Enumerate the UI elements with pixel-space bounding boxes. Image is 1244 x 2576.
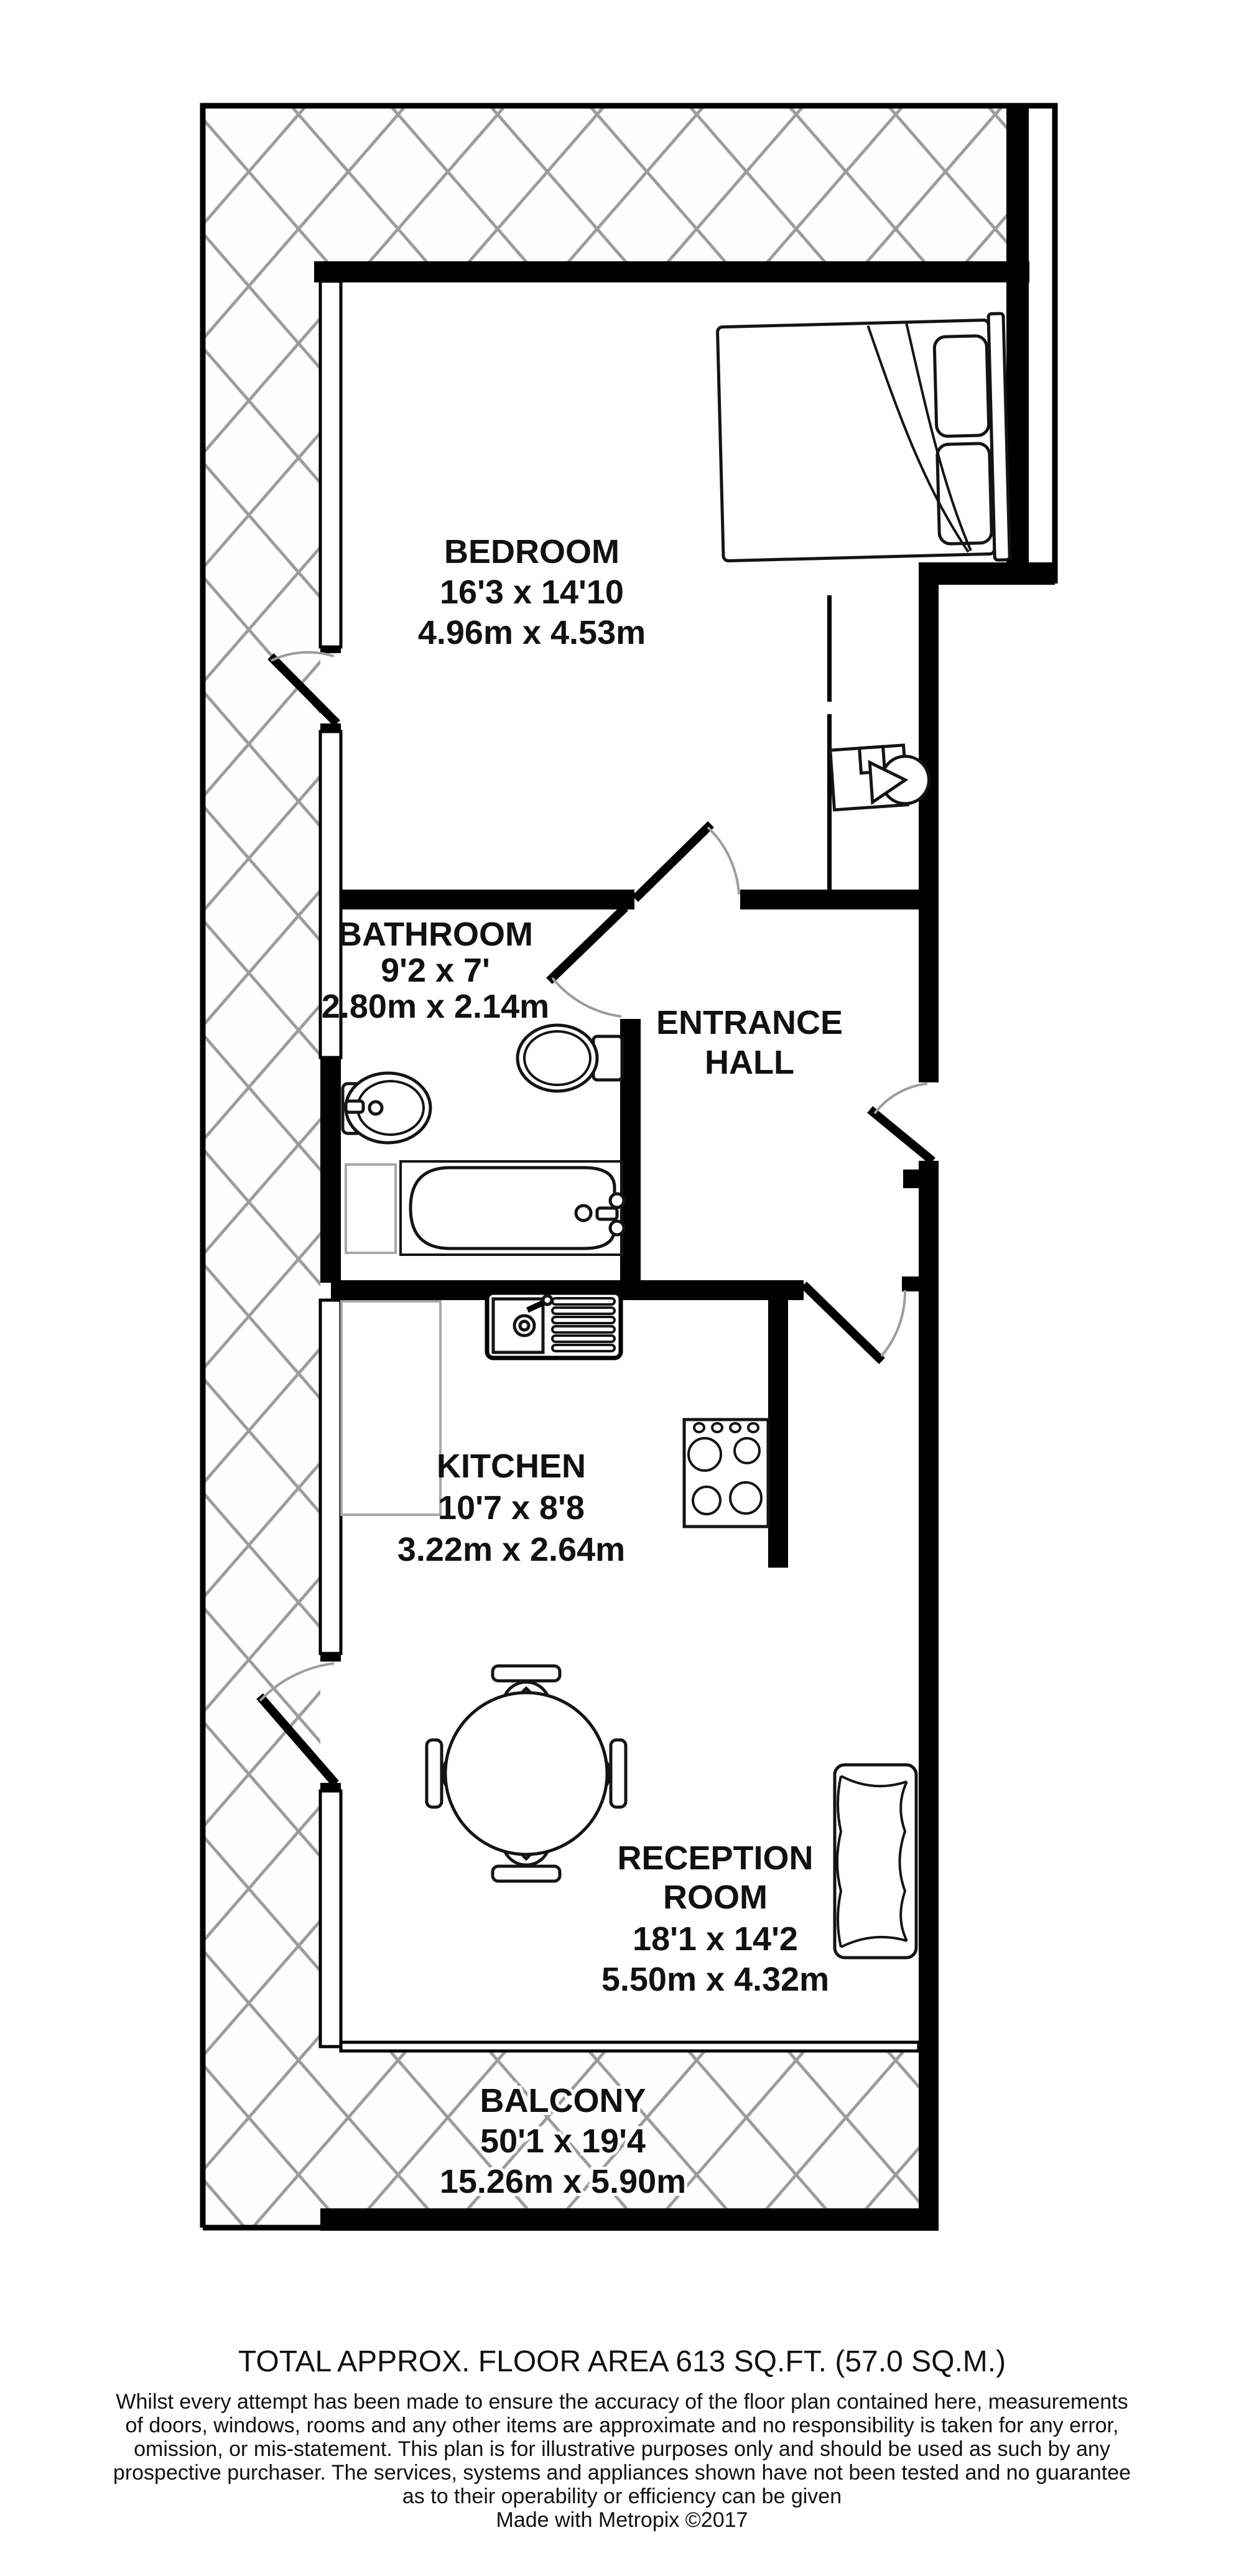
- kitchen-metric: 3.22m x 2.64m: [397, 1531, 625, 1568]
- bedroom-imperial: 16'3 x 14'10: [440, 574, 624, 611]
- reception-imperial: 18'1 x 14'2: [633, 1920, 798, 1958]
- bathroom-imperial: 9'2 x 7': [381, 952, 490, 989]
- walls: [314, 108, 1055, 2231]
- bathroom-window: [318, 730, 343, 1059]
- balcony-hatch-area: [205, 108, 1028, 2225]
- nook-partition: [827, 595, 832, 890]
- bedroom-label: BEDROOM: [444, 533, 620, 570]
- stove: [682, 1418, 770, 1528]
- doors: [256, 651, 935, 1787]
- sink-drainer: [551, 1297, 616, 1352]
- bathroom-metric: 2.80m x 2.14m: [322, 988, 549, 1025]
- room-labels: BEDROOM 16'3 x 14'10 4.96m x 4.53m BATHR…: [322, 533, 843, 2203]
- basin: [341, 1071, 432, 1145]
- reception-door: [801, 1281, 907, 1364]
- balcony-metric: 15.26m x 5.90m: [440, 2163, 686, 2200]
- entrance-hall-label-1: ENTRANCE: [656, 1004, 843, 1041]
- bedroom-door: [632, 821, 740, 902]
- disclaimer-line-3: omission, or mis-statement. This plan is…: [134, 2437, 1110, 2461]
- total-floor-area: TOTAL APPROX. FLOOR AREA 613 SQ.FT. (57.…: [238, 2345, 1006, 2378]
- front-door: [867, 1082, 935, 1165]
- balcony-label: BALCONY: [480, 2082, 646, 2119]
- windows: [318, 279, 921, 2053]
- bed: [716, 312, 1011, 563]
- balcony-railing-border: [200, 103, 1058, 2231]
- bedroom-window: [318, 279, 343, 649]
- bathroom-label: BATHROOM: [338, 916, 533, 953]
- kitchen-balcony-door: [256, 1662, 339, 1787]
- balcony-imperial: 50'1 x 19'4: [480, 2123, 646, 2160]
- kitchen-label: KITCHEN: [437, 1448, 586, 1485]
- kitchen-window: [318, 1298, 343, 1655]
- bathtub: [345, 1160, 626, 1256]
- reception-label-2: ROOM: [663, 1879, 768, 1916]
- disclaimer-line-2: of doors, windows, rooms and any other i…: [126, 2414, 1119, 2437]
- metropix-credit: Made with Metropix ©2017: [496, 2508, 748, 2532]
- desk-and-chair: [829, 743, 931, 812]
- toilet: [516, 1023, 624, 1093]
- dining-table-and-chairs: [425, 1664, 628, 1883]
- reception-window: [318, 1789, 343, 2048]
- kitchen-imperial: 10'7 x 8'8: [438, 1489, 585, 1527]
- reception-label-1: RECEPTION: [617, 1839, 813, 1877]
- dining-table: [443, 1691, 609, 1856]
- bedroom-metric: 4.96m x 4.53m: [418, 614, 646, 651]
- kitchen-counter: [340, 1300, 442, 1516]
- disclaimer-line-5: as to their operability or efficiency ca…: [402, 2485, 842, 2508]
- footer: TOTAL APPROX. FLOOR AREA 613 SQ.FT. (57.…: [113, 2345, 1131, 2532]
- sofa: [833, 1763, 918, 1960]
- entrance-hall-label-2: HALL: [705, 1044, 794, 1081]
- bedroom-balcony-door: [267, 651, 340, 727]
- disclaimer-line-1: Whilst every attempt has been made to en…: [116, 2390, 1128, 2414]
- reception-metric: 5.50m x 4.32m: [601, 1961, 829, 1998]
- bathroom-door: [546, 904, 628, 1018]
- kitchen-sink: [485, 1290, 623, 1360]
- disclaimer-line-4: prospective purchaser. The services, sys…: [113, 2461, 1131, 2485]
- balcony-window: [339, 2040, 921, 2053]
